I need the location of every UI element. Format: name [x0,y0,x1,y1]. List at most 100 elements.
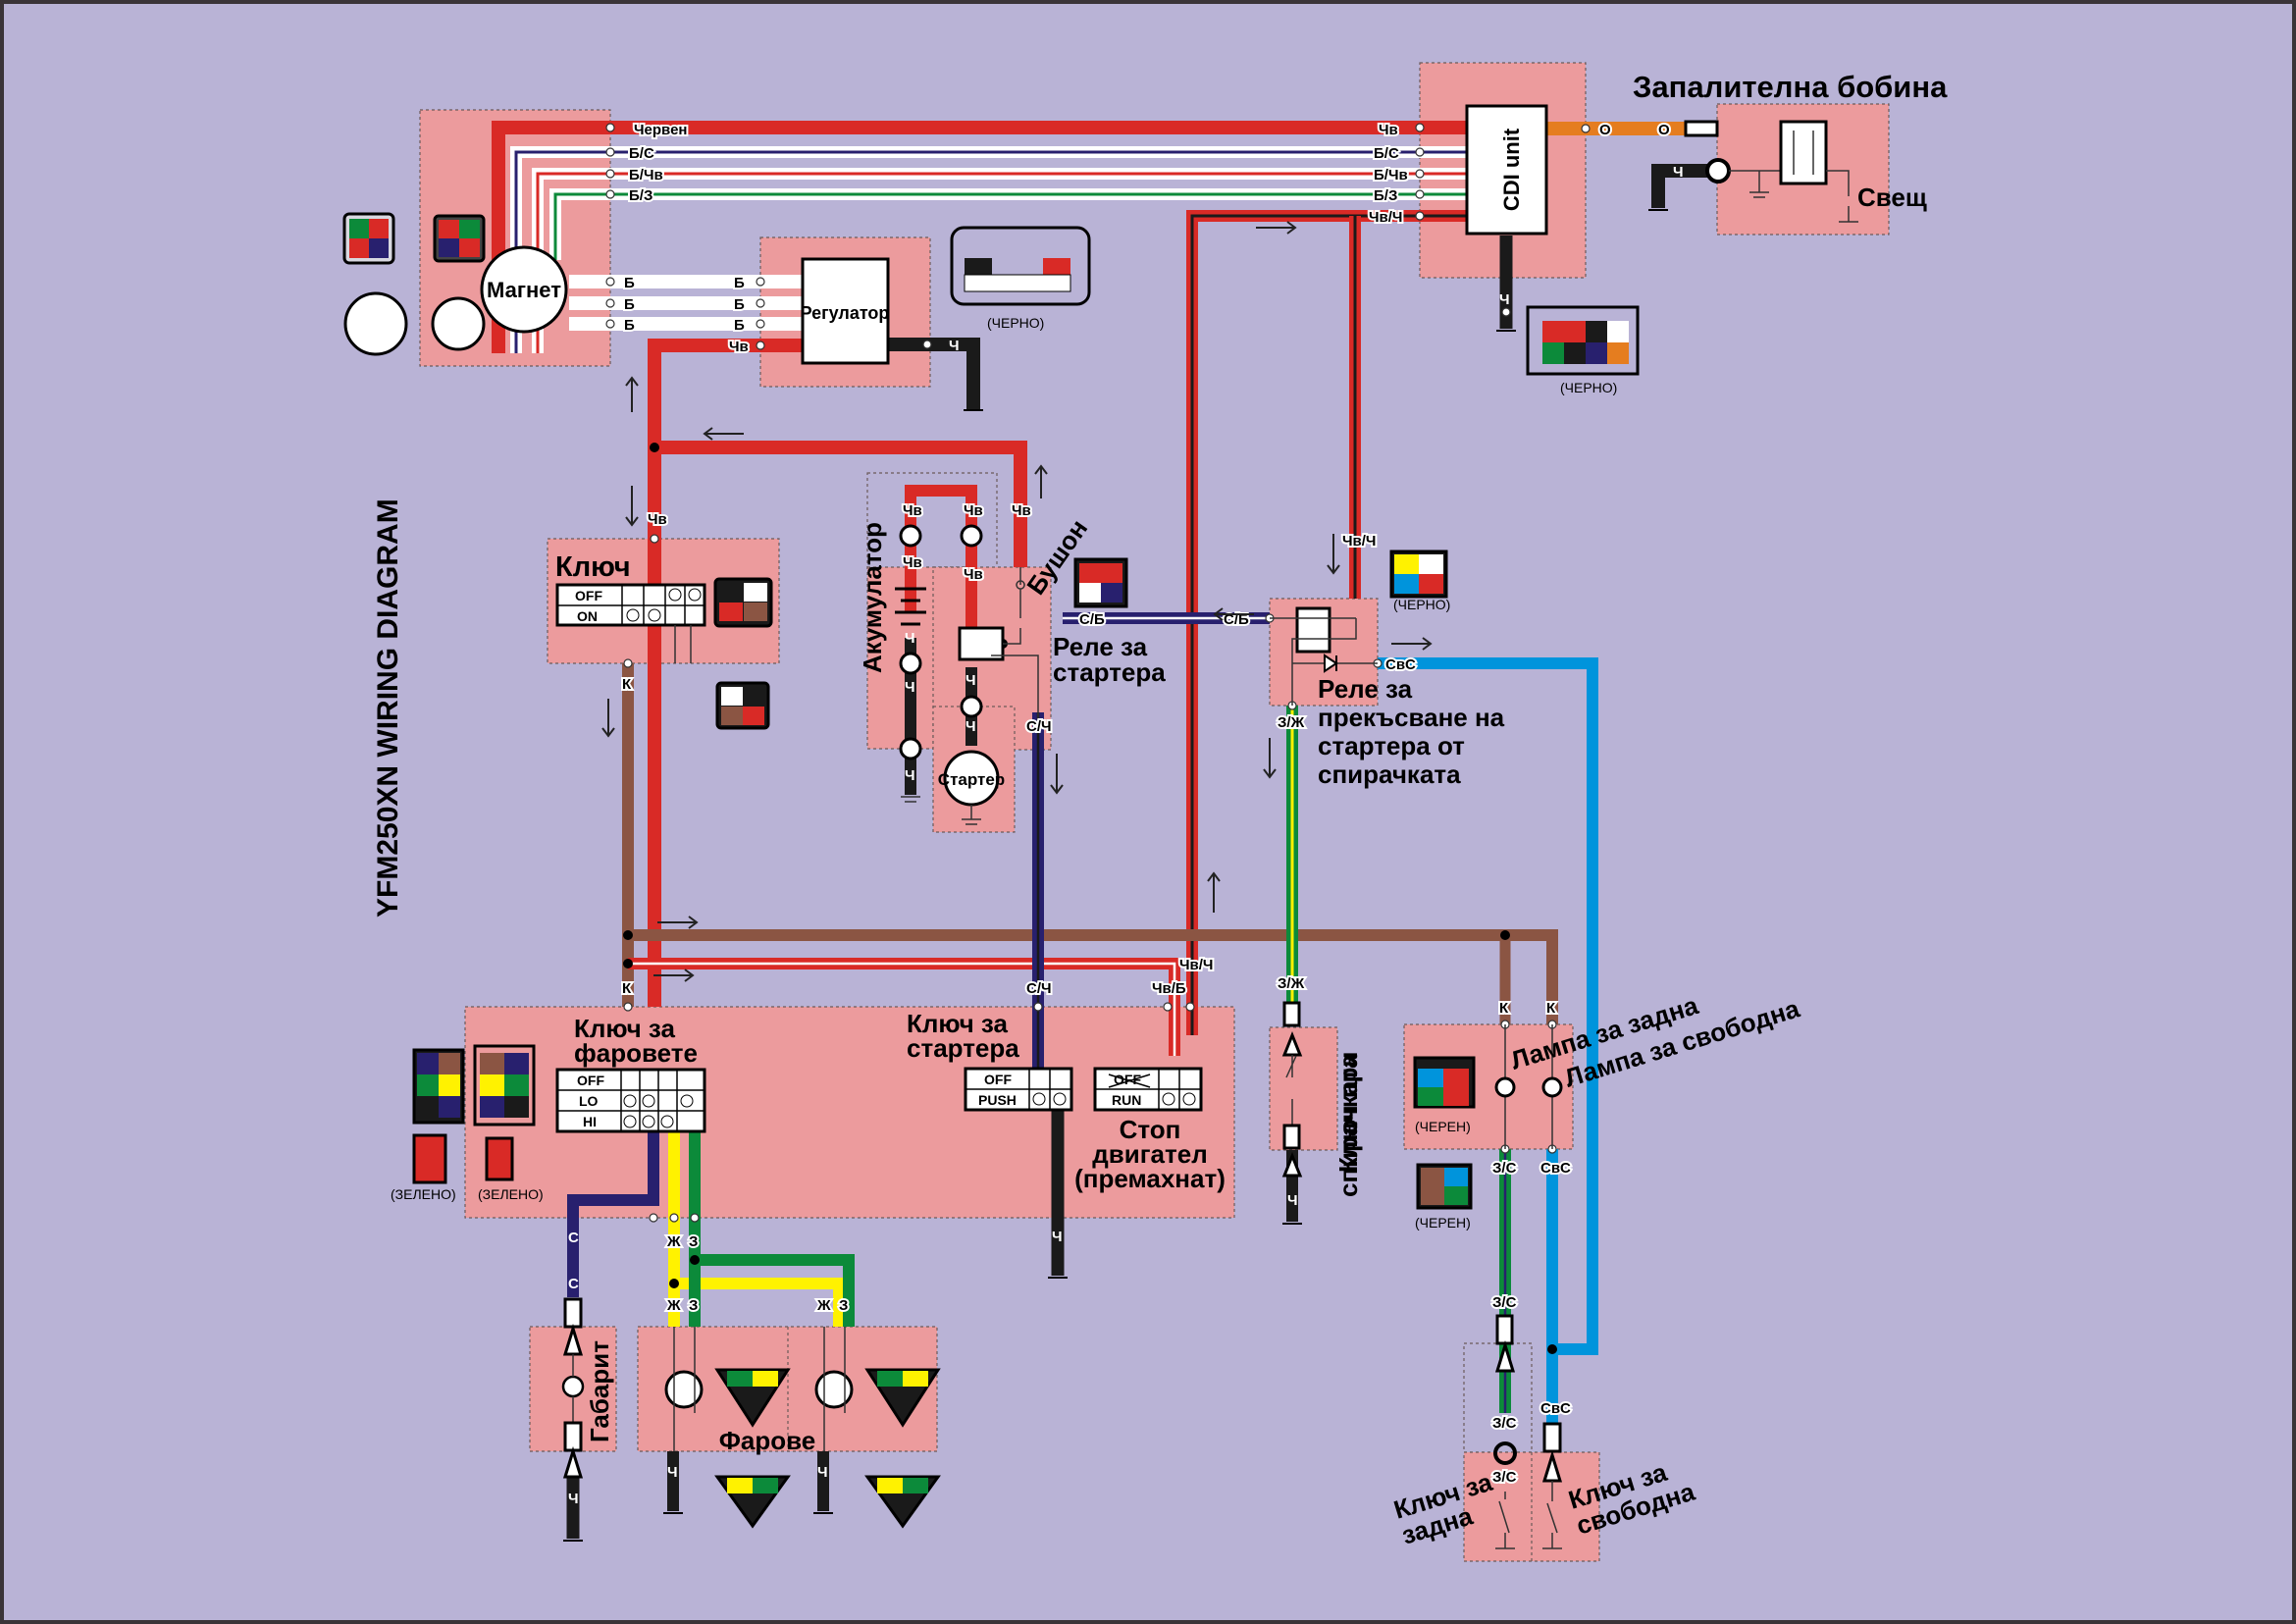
wire-label: Ч [905,630,915,647]
wire-label: Ч [1499,291,1510,308]
cdi-label: CDI unit [1499,128,1524,211]
plug-cap-icon [1684,120,1719,137]
wire-label: Ч [965,718,976,735]
wire-label: З [689,1233,698,1250]
brake-switch-label-1: Ключ при [1333,1052,1363,1174]
starter-motor: Стартер [938,750,1005,825]
wire-label: СвС [1540,1400,1571,1417]
arrow-up-icon [1034,464,1048,498]
key-row-on: ON [577,608,598,624]
arrow-up-icon [625,376,639,412]
wire-label: Чв [729,339,749,355]
wire-label: С/Б [1079,611,1105,628]
wire-label: Ч [905,679,915,696]
arrow-right-icon [1256,221,1297,235]
engine-stop-switch: OFF RUN Стоп двигател (премахнат) [1074,1067,1226,1193]
starter-row-off: OFF [984,1072,1012,1087]
wire-label: Ч [949,338,960,354]
wire-label: Чв [903,554,922,571]
lamp-connector-caption-2: (ЧЕРЕН) [1415,1215,1471,1231]
wire-label: О [1658,122,1670,138]
engine-stop-label-2: двигател [1092,1139,1207,1169]
wire-labels: Червен Б/С Б/Чв Б/З Чв Б/С Б/Чв Б/З Чв/Ч… [568,120,1684,1507]
arrow-right-icon [657,916,699,929]
arrow-down-icon [601,699,615,738]
engine-stop-label-1: Стоп [1120,1115,1181,1144]
neutral-lamp-icon [1541,1076,1563,1098]
cutoff-relay: Реле за прекъсване на стартера от спирач… [1270,606,1505,789]
magnet-component: Магнет [480,245,568,334]
coil-icon [1779,120,1828,185]
diagram-title: YFM250XN WIRING DIAGRAM [372,498,404,917]
arrow-right-icon [1391,637,1433,651]
wire-label: Чв [1379,122,1398,138]
wire-label: Б [624,296,635,313]
wire-label: Ч [1673,164,1684,181]
wire-label: Чв/Ч [1342,533,1376,550]
wire-label: Чв [903,502,922,519]
cutoff-relay-label-1: Реле за [1318,674,1413,704]
magnet-round-connector-2 [431,296,486,351]
wire-label: Червен [634,122,687,138]
wire-label: З/Ж [1278,975,1305,992]
headlight-right-icon [814,1370,854,1409]
wire-label: С/Ч [1026,718,1052,735]
wire-label: Ж [666,1297,681,1314]
wire-label: Чв/Ч [1179,957,1213,973]
cdi-component: CDI unit [1465,104,1548,236]
ignition-coil-label: Запалителна бобина [1633,70,1948,104]
lamp-connector-caption-1: (ЧЕРЕН) [1415,1119,1471,1134]
parking-light: Габарит [561,1297,614,1479]
light-switch: Ключ за фаровете OFF LO HI [555,1014,706,1133]
wire-label: Чв/Ч [1369,209,1402,226]
wire-label: Б/З [1374,187,1397,204]
arrow-left-icon [703,427,744,441]
flow-arrows [601,221,1433,982]
stop-connector-1 [412,1133,447,1184]
light-connector-caption-2: (ЗЕЛЕНО) [478,1186,544,1202]
wire-label: Б/С [629,145,654,162]
magnet-label: Магнет [487,278,561,302]
arrow-down-icon [625,486,639,527]
starter-relay-label-1: Реле за [1053,632,1148,661]
wire-label: Ч [965,672,976,689]
wire-label: Чв [964,502,983,519]
wire-label: Чв [964,566,983,583]
wire-label: Б/З [629,187,652,204]
light-row-hi: HI [583,1114,597,1129]
wire-label: К [622,676,632,693]
wire-label: С/Ч [1026,980,1052,997]
wire-label: З [689,1297,698,1314]
wire-label: Б/Чв [629,167,663,183]
starter-row-push: PUSH [978,1092,1017,1108]
brake-switch-label-2: спирачката [1333,1054,1363,1197]
wire-label: Б/Чв [1374,167,1408,183]
ground-symbols [563,209,1668,1542]
light-row-lo: LO [579,1093,599,1109]
light-row-off: OFF [577,1073,604,1088]
junction-dots [605,123,1591,1354]
arrow-right-icon [653,969,695,982]
wire-label: З/С [1492,1415,1517,1432]
wire-label: С [568,1230,579,1246]
arrow-down-icon [1050,754,1064,795]
wire-label: Чв/Б [1152,980,1186,997]
cutoff-connector-caption: (ЧЕРНО) [1393,597,1450,612]
wire-label: СвС [1540,1160,1571,1177]
brake-switch: Ключ при спирачката [1281,1001,1363,1197]
wire-label: Ч [817,1464,828,1481]
light-switch-label-2: фаровете [574,1038,698,1068]
starter-label: Стартер [938,770,1005,789]
cdi-connector-caption: (ЧЕРНО) [1560,380,1617,395]
arrow-down-icon [1263,738,1277,779]
wire-label: Б/С [1374,145,1399,162]
wire-label: З/Ж [1278,714,1305,731]
magnet-symbol [480,245,568,334]
arrow-down-icon [1327,534,1340,575]
starter-switch: Ключ за стартера OFF PUSH [907,1009,1073,1112]
wire-label: Б [624,275,635,291]
engine-stop-label-3: (премахнат) [1074,1164,1226,1193]
arrow-up-icon [1207,871,1221,913]
